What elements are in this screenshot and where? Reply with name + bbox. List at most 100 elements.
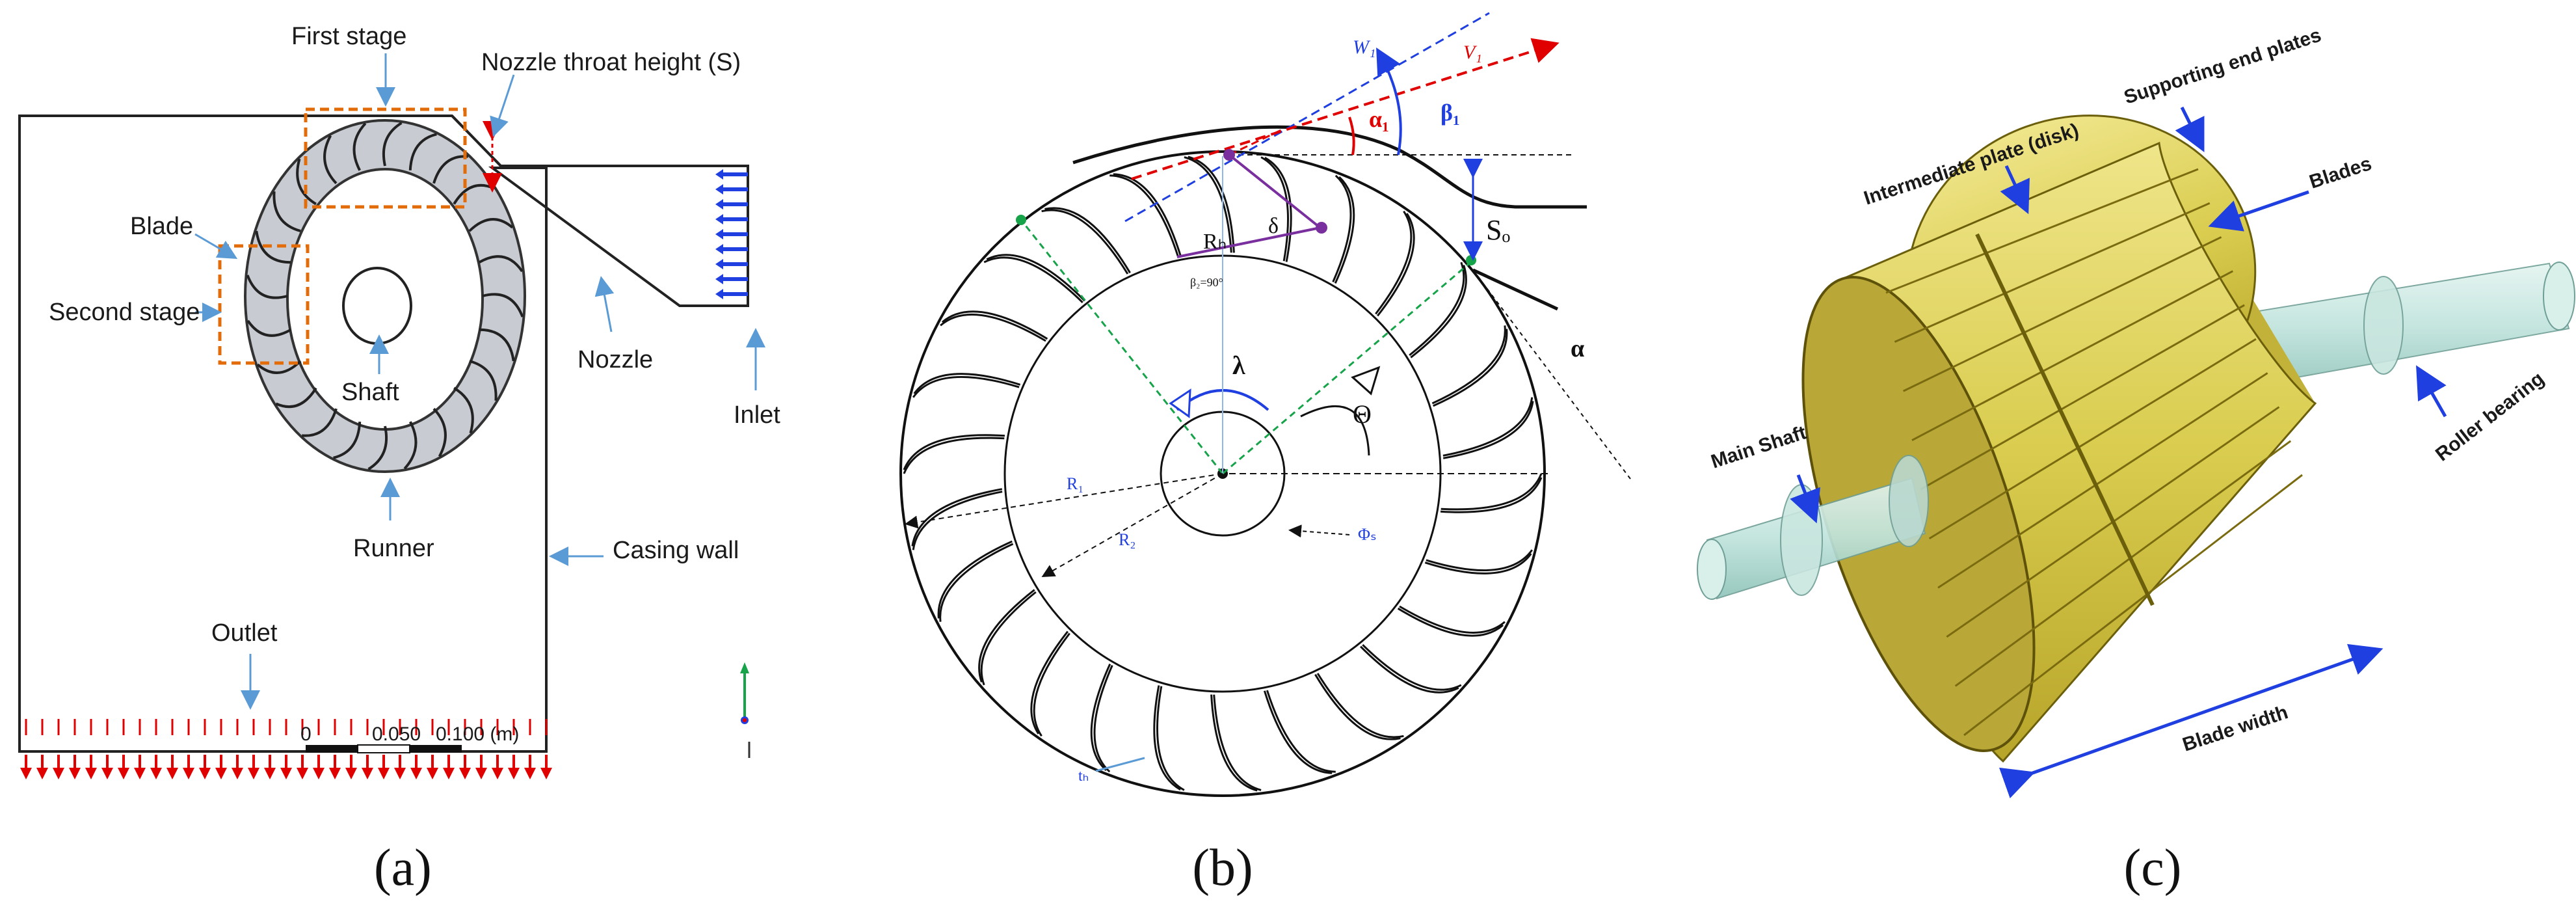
symbol-alpha1: α₁ [1369, 106, 1389, 132]
runner-blade [255, 230, 291, 264]
runner-blade [256, 360, 302, 374]
outlet-arrowhead [378, 768, 390, 779]
outlet-arrowhead [459, 768, 471, 779]
hub [1889, 455, 1929, 547]
outlet-arrowhead [427, 768, 438, 779]
outlet-arrowhead [69, 768, 81, 779]
runner-blade [1377, 213, 1415, 317]
runner-blade [1033, 632, 1070, 737]
arrow-blade-width [1998, 643, 2383, 798]
runner-blade [1334, 176, 1355, 284]
arrow-intermediate-plate [2000, 165, 2030, 215]
runner-blade [333, 422, 362, 459]
label-outlet: Outlet [211, 619, 278, 647]
runner-blade [1410, 265, 1467, 358]
inlet-arrowhead [715, 274, 723, 284]
w1-line [1124, 12, 1490, 223]
outlet-arrowhead [264, 768, 276, 779]
outlet-arrowhead [280, 768, 292, 779]
outlet-arrowhead [53, 768, 64, 779]
blade-slat [1928, 338, 2257, 540]
leader-nozzle [594, 276, 615, 332]
label-nozzle-throat: Nozzle throat height (S) [481, 49, 741, 76]
outlet-arrowhead [410, 768, 422, 779]
arrow-main-shaft [1790, 474, 1820, 524]
runner-blade [1442, 397, 1534, 457]
runner-blade [1433, 329, 1508, 407]
runner-blade [1044, 207, 1131, 274]
lambda-arrow [1169, 388, 1191, 418]
outlet-arrowhead [101, 768, 113, 779]
outlet-arrowhead [20, 768, 32, 779]
symbol-w1: W₁ [1353, 36, 1375, 58]
symbol-so: Sₒ [1486, 214, 1510, 246]
runner-blade [403, 421, 418, 470]
outlet-arrowhead [475, 768, 487, 779]
runner-blade [296, 158, 317, 206]
symbol-r1: R₁ [1067, 474, 1083, 493]
inlet-arrows [715, 169, 748, 299]
runner-blade [482, 293, 524, 317]
inlet-arrowhead [715, 229, 723, 239]
symbol-v1: V₁ [1463, 42, 1482, 63]
outlet-arrows [20, 719, 552, 779]
inlet-arrowhead [715, 244, 723, 254]
outlet-arrowhead [183, 768, 194, 779]
scale-0: 0 [300, 723, 312, 745]
label-second-stage: Second stage [49, 299, 200, 326]
runner-blades [903, 155, 1543, 792]
arrow-blades [2208, 190, 2309, 232]
runner-blade [912, 375, 1020, 398]
roller-bearing-right [2363, 276, 2404, 375]
runner-blade [246, 275, 288, 299]
runner-blade [1213, 694, 1262, 791]
inlet-arrowhead [715, 184, 723, 195]
outlet-arrowhead [118, 768, 129, 779]
main-shaft-right [2210, 262, 2575, 392]
blade-slat [1894, 202, 2211, 343]
theta-arc [1300, 405, 1370, 456]
symbol-delta: δ [1268, 214, 1279, 238]
label-casing-wall: Casing wall [613, 537, 739, 564]
outlet-arrowhead [166, 768, 178, 779]
outlet-arrowhead [394, 768, 406, 779]
outlet-arrowhead [150, 768, 162, 779]
scale-bar: 0 0.050 0.100 (m) [300, 723, 519, 753]
runner-blade [1263, 690, 1333, 774]
runner-blade [903, 437, 1005, 474]
blade-slat [1920, 304, 2245, 491]
r2-arrow [1041, 473, 1223, 577]
symbol-theta: Θ [1353, 399, 1372, 429]
runner-blade [978, 589, 1035, 682]
runner-blade [1440, 477, 1543, 513]
runner-blade [453, 386, 474, 434]
runner-blade [986, 254, 1085, 302]
alpha1-arc [1348, 116, 1355, 155]
runner-blade [1264, 156, 1292, 262]
arrow-roller-bearing [2416, 365, 2447, 418]
runner-blade [913, 373, 1021, 394]
outlet-arrowhead [329, 768, 341, 779]
green-point-left [1016, 215, 1026, 225]
symbol-lambda: λ [1232, 351, 1245, 380]
caption-a: (a) [374, 839, 432, 897]
outlet-arrowhead [232, 768, 243, 779]
runner-blade [1431, 325, 1506, 405]
outlet-arrowhead [313, 768, 325, 779]
label-blade-width: Blade width [2180, 701, 2291, 755]
runner-blade [1362, 644, 1462, 691]
label-roller-bearing: Roller bearing [2432, 368, 2548, 465]
runner-blade [478, 255, 524, 273]
shaft-circle [342, 267, 412, 345]
runner-blade [912, 491, 1003, 550]
runner-blade [408, 133, 437, 170]
runner-blade [1090, 663, 1111, 772]
runner-blade [1399, 605, 1506, 634]
first-stage-box [304, 107, 467, 209]
runner-blade [246, 319, 292, 337]
runner-blade [1184, 156, 1232, 253]
outlet-arrowhead [524, 768, 536, 779]
radius-green-left [1020, 219, 1224, 474]
runner-blade [1409, 262, 1465, 357]
outlet-arrowhead [362, 768, 373, 779]
